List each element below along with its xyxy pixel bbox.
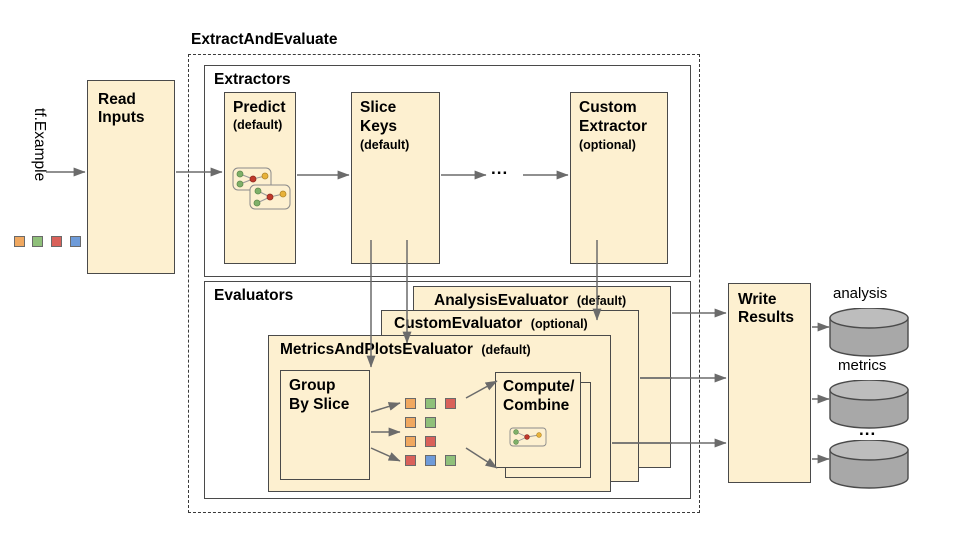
output-cylinder-metrics [829,380,909,429]
write-results-line2: Results [738,309,794,326]
read-inputs-box[interactable]: Read Inputs [87,80,175,274]
group-by-slice-line2: By Slice [289,396,350,413]
read-inputs-label-line1: Read [98,91,136,108]
output-label-analysis: analysis [833,285,888,302]
compute-combine-line1: Compute/ [503,378,575,395]
extractor-custom-name-line1: Custom [579,99,637,116]
evaluator-metrics-plots-qualifier: (default) [481,343,531,357]
write-results-box[interactable]: Write Results [728,283,811,483]
slice-swatch [405,455,416,466]
slice-swatch [445,398,456,409]
extractor-slice-keys-qualifier: (default) [360,138,410,152]
extractor-slice-keys-box[interactable]: Slice Keys (default) [351,92,440,264]
slice-swatch [445,455,456,466]
evaluator-analysis-qualifier: (default) [576,294,627,308]
compute-combine-line2: Combine [503,397,570,414]
evaluator-custom-name: CustomEvaluator [394,315,523,332]
extractors-label: Extractors [214,71,291,88]
slice-swatch [425,455,436,466]
slice-swatch [405,417,416,428]
output-label-metrics: metrics [838,357,887,374]
input-label-tf-example: tf.Example [31,108,48,182]
compute-combine-box[interactable]: Compute/ Combine [495,372,581,468]
extractor-slice-keys-name-line1: Slice [360,99,397,116]
output-cylinder-other [829,440,909,489]
input-swatch [70,236,81,247]
evaluators-label: Evaluators [214,287,294,304]
evaluator-metrics-plots-name: MetricsAndPlotsEvaluator [280,341,473,358]
input-swatch [51,236,62,247]
extractor-slice-keys-name-line2: Keys [360,118,398,135]
input-swatch [32,236,43,247]
evaluator-analysis-name: AnalysisEvaluator [434,292,569,309]
extractor-predict-qualifier: (default) [233,118,283,132]
read-inputs-label-line2: Inputs [98,109,145,126]
compute-combine-graph-icon [509,427,547,447]
slice-swatch [405,398,416,409]
slice-swatch [425,436,436,447]
slice-swatch [425,398,436,409]
extractors-ellipsis: ... [491,159,509,178]
evaluator-custom-qualifier: (optional) [530,317,588,331]
output-cylinder-analysis [829,308,909,357]
group-by-slice-box[interactable]: Group By Slice [280,370,370,480]
extractor-predict-name: Predict [233,99,286,116]
extractor-custom-qualifier: (optional) [579,138,636,152]
extractor-predict-box[interactable]: Predict (default) [224,92,296,264]
extract-and-evaluate-group [188,54,700,513]
predict-graph-icon [232,167,291,210]
write-results-line1: Write [738,291,777,308]
input-swatch [14,236,25,247]
slice-swatch [425,417,436,428]
slice-swatch [405,436,416,447]
extractor-custom-box[interactable]: Custom Extractor (optional) [570,92,668,264]
group-by-slice-line1: Group [289,377,336,394]
output-label-ellipsis: ... [859,420,877,439]
extract-and-evaluate-label: ExtractAndEvaluate [191,31,338,48]
extractor-custom-name-line2: Extractor [579,118,648,135]
